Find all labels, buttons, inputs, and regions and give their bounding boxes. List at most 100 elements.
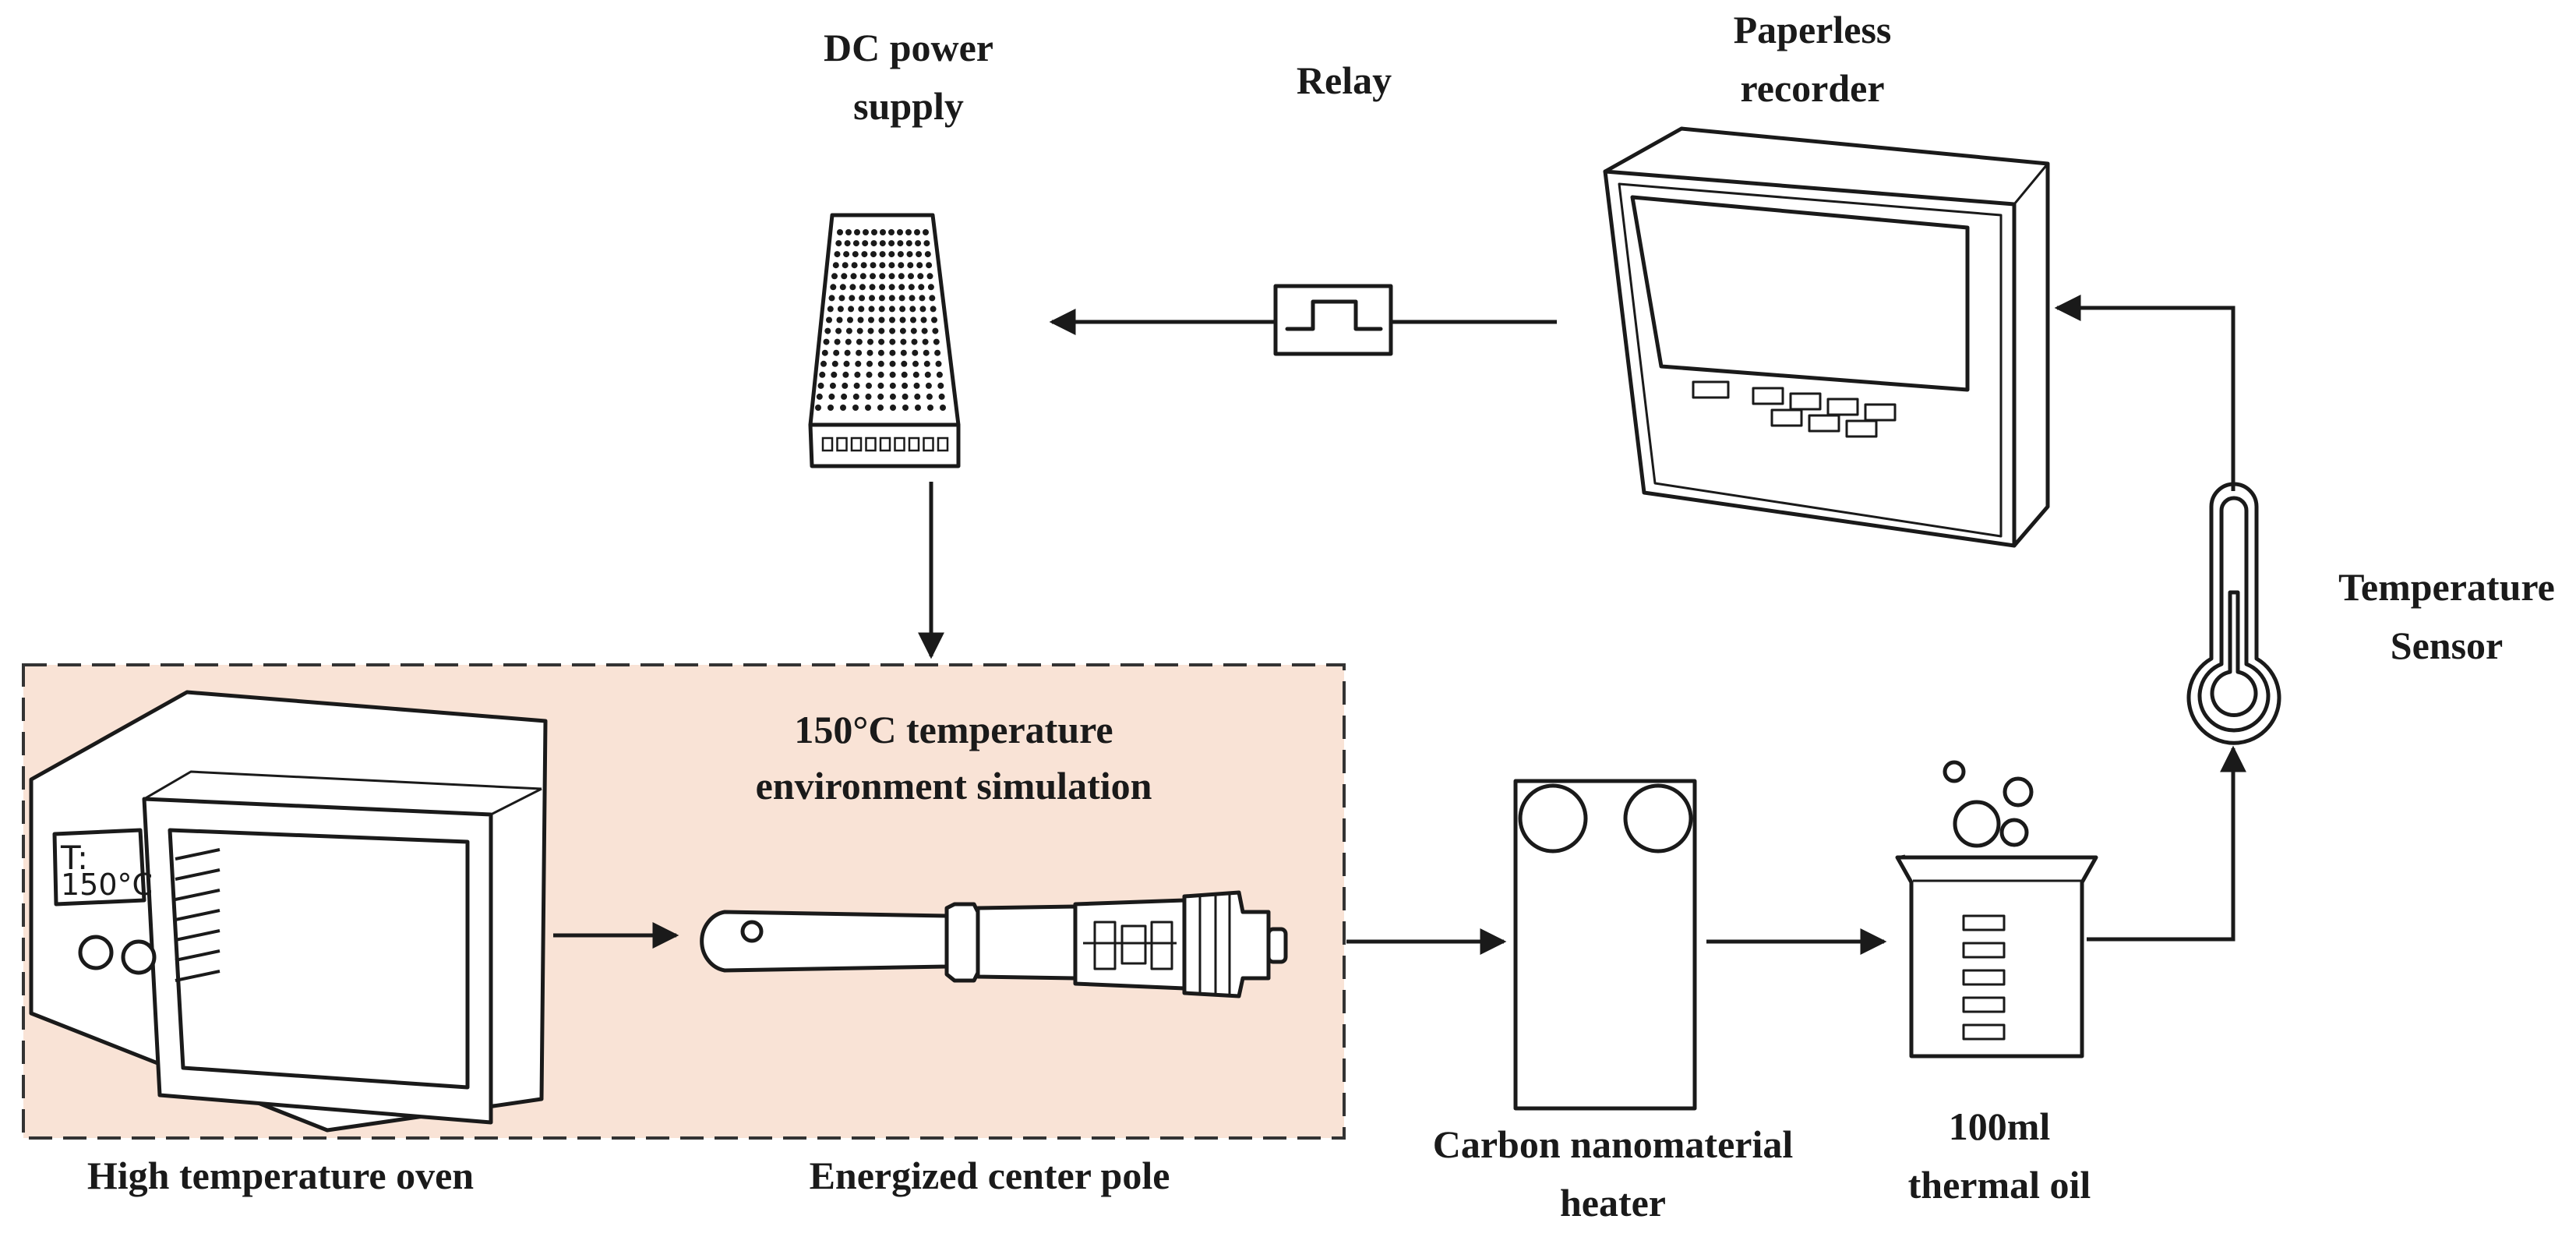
terminal	[865, 436, 877, 452]
terminal	[879, 436, 891, 452]
vent-hole	[829, 382, 836, 389]
vent-hole	[935, 360, 942, 367]
vent-hole	[844, 349, 851, 356]
vent-hole	[878, 327, 885, 334]
vent-hole	[848, 306, 855, 313]
vent-hole	[859, 295, 866, 302]
label-paperless-recorder-2: recorder	[1740, 66, 1884, 110]
vent-hole	[839, 284, 846, 291]
oven-shelf	[175, 889, 221, 901]
vent-hole	[844, 240, 851, 247]
vent-hole	[842, 262, 849, 269]
vent-hole	[924, 371, 931, 378]
vent-hole	[898, 273, 905, 280]
vent-hole	[870, 273, 876, 280]
vent-hole	[889, 371, 896, 378]
vent-hole	[938, 393, 945, 400]
vent-hole	[840, 405, 846, 411]
energized-center-pole	[700, 890, 1288, 998]
vent-hole	[917, 273, 924, 280]
label-thermal-oil-1: 100ml	[1949, 1104, 2051, 1148]
vent-hole	[854, 371, 861, 378]
label-paperless-recorder-1: Paperless	[1734, 8, 1892, 51]
oven-knob	[78, 935, 114, 970]
vent-hole	[889, 338, 896, 345]
vent-hole	[915, 240, 922, 247]
vent-hole	[863, 229, 869, 235]
vent-hole	[878, 316, 885, 323]
vent-hole	[849, 295, 856, 302]
vent-hole	[902, 382, 909, 389]
vent-hole	[902, 405, 909, 411]
terminal	[821, 436, 834, 452]
vent-hole	[847, 316, 853, 323]
vent-hole	[879, 251, 886, 258]
oven-shelf	[175, 949, 221, 962]
vent-hole	[900, 349, 907, 356]
vent-hole	[888, 295, 895, 302]
vent-hole	[837, 306, 844, 313]
vent-hole	[838, 295, 845, 302]
vent-hole	[865, 393, 872, 400]
vent-hole	[914, 229, 920, 235]
vent-hole	[900, 338, 907, 345]
vent-hole	[908, 273, 914, 280]
vent-hole	[897, 251, 904, 258]
vent-hole	[910, 327, 917, 334]
oven-shelf	[175, 868, 221, 881]
vent-hole	[888, 251, 895, 258]
vent-hole	[926, 262, 933, 269]
thermal-oil-beaker	[1895, 760, 2098, 1059]
vent-hole	[914, 393, 921, 400]
vent-hole	[878, 295, 885, 302]
vent-hole	[918, 284, 925, 291]
vent-hole	[936, 371, 943, 378]
vent-hole	[912, 360, 919, 367]
vent-hole	[868, 306, 875, 313]
vent-hole	[877, 360, 884, 367]
vent-hole	[827, 306, 834, 313]
vent-hole	[908, 284, 915, 291]
oven-shelf	[175, 929, 221, 942]
vent-hole	[852, 251, 859, 258]
vent-hole	[937, 382, 944, 389]
dc-power-supply	[808, 213, 961, 468]
vent-hole	[833, 349, 840, 356]
label-energized-center-pole: Energized center pole	[810, 1154, 1170, 1197]
vent-hole	[871, 229, 877, 235]
vent-hole	[924, 251, 931, 258]
vent-hole	[852, 240, 859, 247]
vent-hole	[855, 360, 862, 367]
vent-hole	[888, 306, 895, 313]
vent-hole	[925, 382, 932, 389]
carbon-nanomaterial-heater	[1513, 779, 1697, 1111]
vent-hole	[862, 240, 869, 247]
vent-hole	[852, 405, 859, 411]
vent-hole	[899, 306, 906, 313]
vent-hole	[869, 295, 875, 302]
vent-hole	[866, 382, 872, 389]
vent-hole	[836, 316, 843, 323]
vent-hole	[870, 262, 877, 269]
vent-hole	[845, 338, 852, 345]
vent-hole	[831, 371, 838, 378]
vent-hole	[820, 360, 827, 367]
vent-hole	[919, 306, 926, 313]
vent-hole	[817, 382, 824, 389]
vent-hole	[866, 349, 873, 356]
vent-hole	[835, 327, 842, 334]
vent-hole	[923, 229, 929, 235]
vent-hole	[851, 262, 858, 269]
vent-hole	[889, 360, 896, 367]
vent-hole	[926, 273, 933, 280]
vent-hole	[879, 284, 886, 291]
label-environment-simulation-2: environment simulation	[756, 764, 1152, 808]
vent-hole	[879, 240, 886, 247]
vent-hole	[911, 338, 918, 345]
vent-hole	[899, 327, 906, 334]
vent-hole	[834, 338, 841, 345]
vent-hole	[906, 251, 913, 258]
oven-knob	[121, 939, 157, 975]
flow-arrows	[553, 295, 2246, 955]
vent-hole	[929, 295, 936, 302]
